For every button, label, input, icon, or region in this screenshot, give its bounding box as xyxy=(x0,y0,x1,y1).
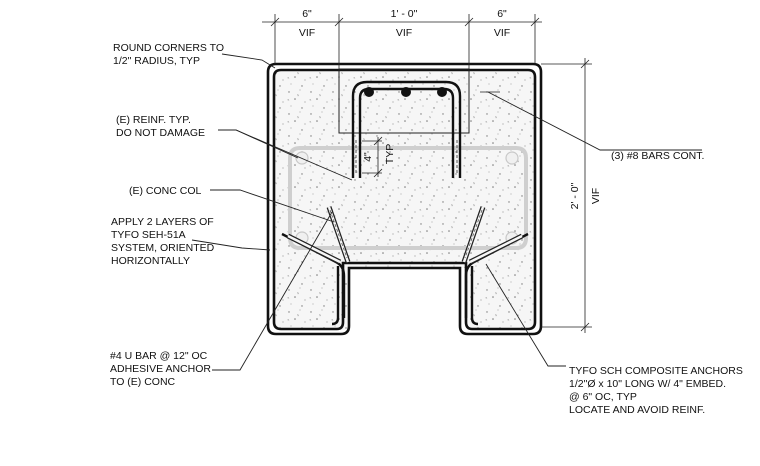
svg-text:(3) #8 BARS CONT.: (3) #8 BARS CONT. xyxy=(611,150,704,162)
dim-right-height: 2' - 0" xyxy=(569,182,581,209)
composite-anchors xyxy=(286,140,524,265)
svg-text:APPLY 2 LAYERS OF: APPLY 2 LAYERS OF xyxy=(111,216,214,228)
svg-text:TO (E) CONC: TO (E) CONC xyxy=(110,376,176,388)
anchor-spacing-label: 4" xyxy=(362,152,374,162)
note-bars-cont: (3) #8 BARS CONT. xyxy=(611,150,704,162)
svg-text:(E) CONC COL: (E) CONC COL xyxy=(129,185,201,197)
note-existing-column: (E) CONC COL xyxy=(129,185,201,197)
dim-vif-left: VIF xyxy=(299,27,315,39)
dim-top-mid: 1' - 0" xyxy=(391,8,418,20)
note-tyfo-layers: APPLY 2 LAYERS OF TYFO SEH-51A SYSTEM, O… xyxy=(111,216,215,267)
anchor-spacing-dimension: 4" TYP xyxy=(362,136,396,178)
anchor-spacing-typ-label: TYP xyxy=(384,144,396,164)
svg-text:#4 U BAR @ 12" OC: #4 U BAR @ 12" OC xyxy=(110,350,208,362)
svg-text:ROUND CORNERS TO: ROUND CORNERS TO xyxy=(113,42,224,54)
dim-top-right: 6" xyxy=(497,8,507,20)
top-block xyxy=(338,68,470,134)
dim-vif-mid: VIF xyxy=(396,27,412,39)
svg-text:(E) REINF. TYP.: (E) REINF. TYP. xyxy=(116,114,191,126)
top-u-bar xyxy=(351,80,462,178)
bar-8-icon xyxy=(437,87,447,97)
leader-lines xyxy=(191,53,702,371)
note-composite-anchors: TYFO SCH COMPOSITE ANCHORS 1/2"Ø x 10" L… xyxy=(569,365,743,416)
dim-top-left: 6" xyxy=(302,8,312,20)
existing-rebar-icon xyxy=(505,151,519,165)
note-round-corners: ROUND CORNERS TO 1/2" RADIUS, TYP xyxy=(113,42,224,67)
dim-right-vif: VIF xyxy=(590,188,602,204)
note-existing-reinf: (E) REINF. TYP. DO NOT DAMAGE xyxy=(116,114,205,139)
concrete-fill xyxy=(275,70,535,330)
note-u-bar: #4 U BAR @ 12" OC ADHESIVE ANCHOR TO (E)… xyxy=(110,350,211,388)
svg-text:ADHESIVE ANCHOR: ADHESIVE ANCHOR xyxy=(110,363,211,375)
svg-text:1/2"Ø x 10" LONG W/ 4" EMBED.: 1/2"Ø x 10" LONG W/ 4" EMBED. xyxy=(569,378,726,390)
svg-text:TYFO SEH-51A: TYFO SEH-51A xyxy=(111,229,186,241)
dim-vif-right: VIF xyxy=(494,27,510,39)
svg-text:DO NOT DAMAGE: DO NOT DAMAGE xyxy=(116,127,205,139)
frp-jacket-outline xyxy=(266,62,543,336)
svg-text:LOCATE AND AVOID REINF.: LOCATE AND AVOID REINF. xyxy=(569,404,705,416)
bar-8-icon xyxy=(401,87,411,97)
right-dimension: 2' - 0" VIF xyxy=(541,58,602,333)
svg-text:TYFO SCH COMPOSITE ANCHORS: TYFO SCH COMPOSITE ANCHORS xyxy=(569,365,743,377)
svg-text:HORIZONTALLY: HORIZONTALLY xyxy=(111,255,190,267)
bar-8-icon xyxy=(364,87,374,97)
svg-text:SYSTEM, ORIENTED: SYSTEM, ORIENTED xyxy=(111,242,215,254)
svg-text:1/2" RADIUS, TYP: 1/2" RADIUS, TYP xyxy=(113,55,200,67)
svg-text:@ 6" OC, TYP: @ 6" OC, TYP xyxy=(569,391,637,403)
top-dimension-string: 6" 1' - 0" 6" VIF VIF VIF xyxy=(262,8,542,70)
